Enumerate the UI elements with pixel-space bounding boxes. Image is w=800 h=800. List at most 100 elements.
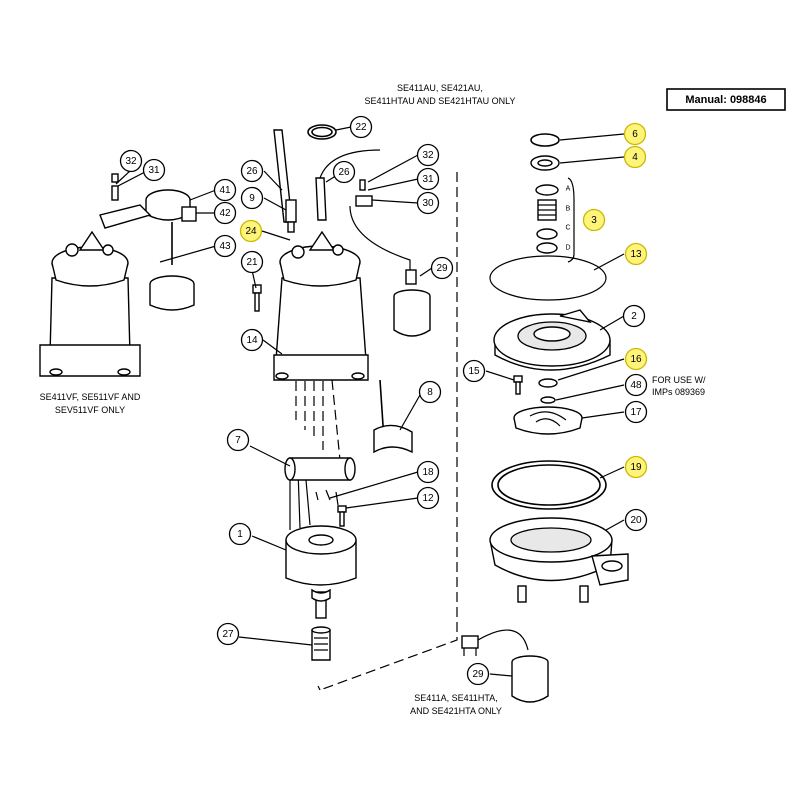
leader-lines [115, 126, 625, 677]
callout-circle [228, 522, 252, 546]
callout-number: 13 [630, 249, 642, 260]
seal-plate [493, 309, 611, 371]
callout-number: 6 [632, 129, 638, 140]
callout-circle [624, 347, 648, 371]
callout-number: 9 [249, 193, 255, 204]
callout-b48: 48 [624, 373, 648, 397]
callout-number: 1 [237, 529, 243, 540]
callout-b29a: 29 [430, 256, 454, 280]
separator-lines [295, 172, 458, 691]
callout-b24: 24 [239, 219, 263, 243]
manual-number-label: Manual: 098846 [685, 94, 766, 106]
callout-number: 26 [246, 166, 258, 177]
callout-b31b: 31 [416, 167, 440, 191]
callout-circle [240, 250, 264, 274]
callout-number: 8 [427, 387, 433, 398]
callout-b32b: 32 [416, 143, 440, 167]
callout-bubbles: 2232314142432692426323130212914871812127… [119, 115, 648, 686]
callout-circle [466, 662, 490, 686]
motor-housing [273, 230, 369, 381]
callout-b16: 16 [624, 347, 648, 371]
callout-number: 16 [630, 354, 642, 365]
callout-number: 15 [468, 366, 480, 377]
callout-circle [332, 160, 356, 184]
callout-b7: 7 [226, 428, 250, 452]
power-cord [273, 129, 381, 233]
bottom-note-line2: AND SE421HTA ONLY [410, 706, 502, 716]
callout-number: 43 [219, 241, 231, 252]
washer-48 [540, 396, 556, 404]
callout-number: 26 [338, 167, 350, 178]
callout-b30: 30 [416, 191, 440, 215]
callout-circle [624, 508, 648, 532]
callout-number: 4 [632, 152, 638, 163]
callout-circle [226, 428, 250, 452]
callout-b3: 3 [582, 208, 606, 232]
callout-circle [624, 400, 648, 424]
callout-number: 41 [219, 185, 231, 196]
callout-number: 17 [630, 407, 642, 418]
callout-circle [623, 145, 647, 169]
pressure-switch [355, 179, 373, 207]
callout-circle [624, 455, 648, 479]
left-note-line1: SE411VF, SE511VF AND [40, 392, 141, 402]
callout-number: 31 [148, 165, 160, 176]
callout-number: 29 [436, 263, 448, 274]
callout-circle [582, 208, 606, 232]
callout-b42: 42 [213, 201, 237, 225]
capacitor [373, 379, 413, 454]
callout-circle [416, 460, 440, 484]
callout-b8: 8 [418, 380, 442, 404]
callout-b26a: 26 [240, 159, 264, 183]
left-note-line2: SEV511VF ONLY [55, 405, 125, 415]
callout-circle [119, 149, 143, 173]
callout-b9: 9 [240, 186, 264, 210]
callout-b43: 43 [213, 234, 237, 258]
volute-gasket [491, 460, 607, 510]
right-note-line2: IMPs 089369 [652, 387, 705, 397]
callout-circle [416, 167, 440, 191]
callout-circle [624, 373, 648, 397]
callout-b18: 18 [416, 460, 440, 484]
sub-letter-a: A [566, 186, 571, 193]
callout-b15: 15 [462, 359, 486, 383]
start-capacitor [284, 457, 356, 481]
oring-13 [489, 255, 607, 301]
callout-circle [430, 256, 454, 280]
callout-b32a: 32 [119, 149, 143, 173]
callout-number: 2 [631, 311, 637, 322]
sub-letter-d: D [565, 245, 570, 252]
notes: SE411AU, SE421AU, SE411HTAU AND SE421HTA… [40, 83, 706, 716]
callout-b29b: 29 [466, 662, 490, 686]
oring-22 [307, 124, 337, 140]
callout-number: 14 [246, 335, 258, 346]
callout-b31a: 31 [142, 158, 166, 182]
callout-b22: 22 [349, 115, 373, 139]
callout-circle [416, 486, 440, 510]
callout-b13: 13 [624, 242, 648, 266]
callout-number: 32 [422, 150, 434, 161]
callout-number: 48 [630, 380, 642, 391]
callout-number: 7 [235, 435, 241, 446]
top-note-line2: SE411HTAU AND SE421HTAU ONLY [365, 96, 516, 106]
callout-b2: 2 [622, 304, 646, 328]
washer-16 [538, 378, 558, 388]
callout-number: 18 [422, 467, 434, 478]
callout-b41: 41 [213, 178, 237, 202]
shaft-seal [311, 626, 331, 661]
sub-letter-b: B [566, 206, 571, 213]
callout-number: 32 [125, 156, 137, 167]
vf-motor-housing [39, 230, 141, 377]
callout-b6: 6 [623, 122, 647, 146]
callout-circle [213, 201, 237, 225]
callout-number: 27 [222, 629, 234, 640]
callout-number: 21 [246, 257, 258, 268]
callout-circle [416, 143, 440, 167]
callout-number: 22 [355, 122, 367, 133]
callout-b4: 4 [623, 145, 647, 169]
manual-number-box: Manual: 098846 [666, 88, 786, 111]
callout-circle [213, 234, 237, 258]
callout-number: 20 [630, 515, 642, 526]
callout-number: 19 [630, 462, 642, 473]
